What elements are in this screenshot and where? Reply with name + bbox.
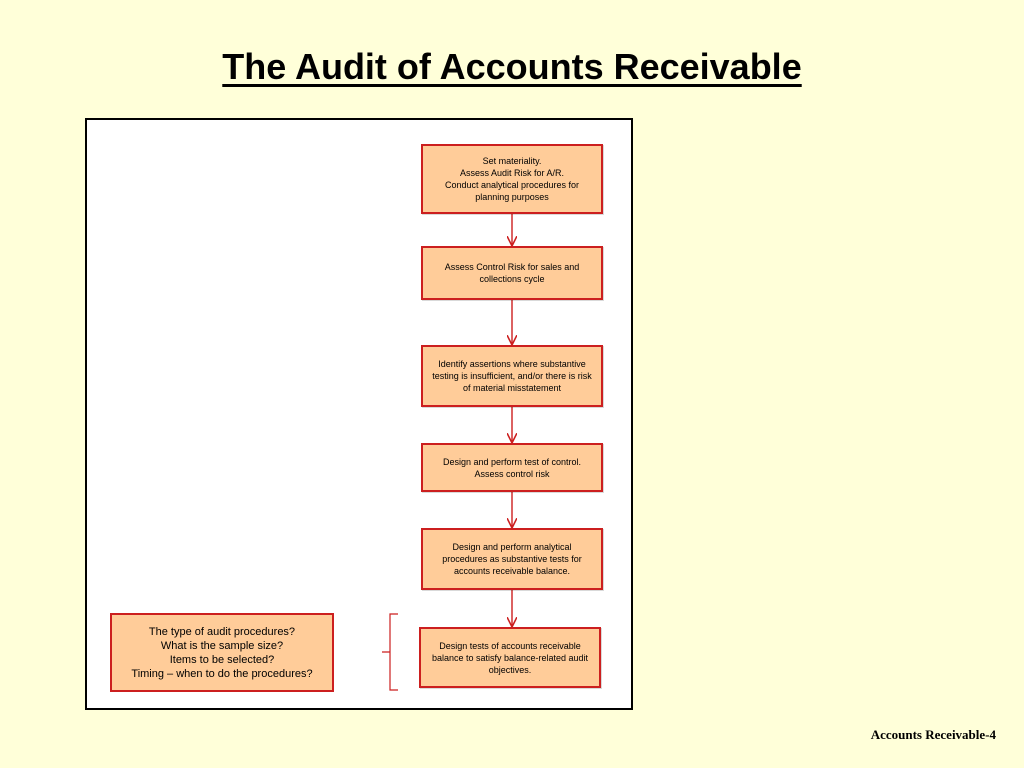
step-identify-assertions: Identify assertions where substantive te…	[421, 345, 603, 407]
slide-title: The Audit of Accounts Receivable	[222, 46, 802, 87]
audit-questions-box: The type of audit procedures? What is th…	[110, 613, 334, 692]
step-tests-of-balances: Design tests of accounts receivable bala…	[419, 627, 601, 688]
step-test-of-control: Design and perform test of control. Asse…	[421, 443, 603, 492]
questions-bracket	[382, 613, 398, 691]
step-analytical-procedures: Design and perform analytical procedures…	[421, 528, 603, 590]
diagram-frame	[85, 118, 633, 710]
step-assess-control-risk: Assess Control Risk for sales and collec…	[421, 246, 603, 300]
step-set-materiality: Set materiality. Assess Audit Risk for A…	[421, 144, 603, 214]
slide-footer: Accounts Receivable-4	[870, 727, 996, 742]
